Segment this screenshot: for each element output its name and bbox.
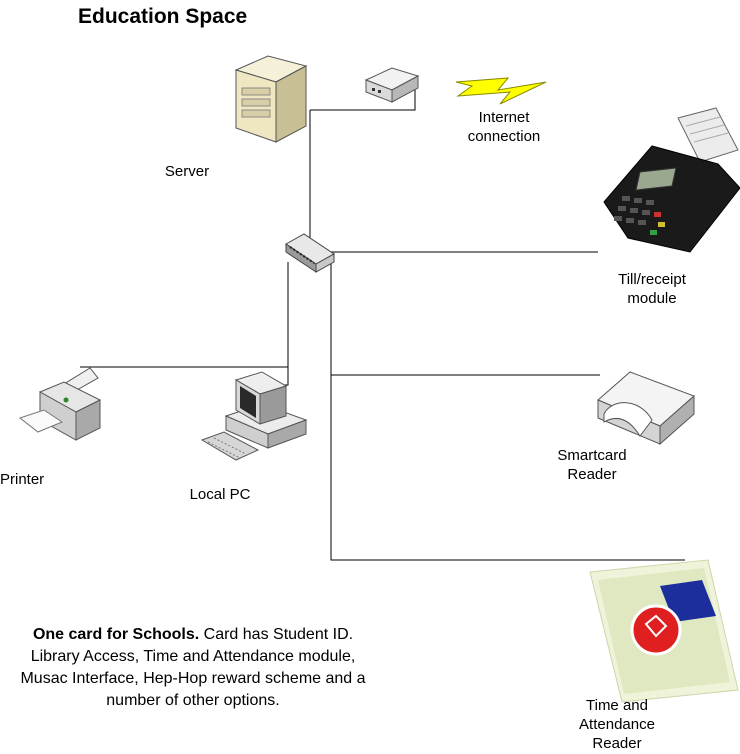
- server-to-modem-line: [310, 90, 416, 111]
- server-label: Server: [164, 163, 210, 180]
- desktop-computer-icon: [200, 371, 308, 461]
- terminal-keypad: [614, 196, 665, 235]
- smartcard-label-line2: Reader: [567, 466, 617, 483]
- attendance-label: Time and Attendance Reader: [560, 696, 674, 753]
- local-pc-label: Local PC: [189, 486, 251, 503]
- description-bold: One card for Schools.: [32, 626, 200, 643]
- printer-label: Printer: [0, 471, 45, 488]
- modem-icon: [364, 67, 420, 103]
- attendance-label-line1: Time and: [586, 697, 648, 714]
- printer-icon: [18, 367, 102, 441]
- smartcard-label: Smartcard Reader: [540, 446, 644, 484]
- description-text: One card for Schools. Card has Student I…: [8, 624, 378, 712]
- smartcard-label-line1: Smartcard: [557, 447, 627, 464]
- smartcard-reader-icon: [597, 371, 695, 446]
- switch-trunk-line: [330, 262, 685, 561]
- internet-label: Internet connection: [446, 108, 562, 146]
- connection-lines: [80, 90, 685, 561]
- till-label-line2: module: [627, 290, 677, 307]
- diagram-title: Education Space: [78, 5, 248, 28]
- internet-label-line1: Internet: [478, 109, 530, 126]
- internet-label-line2: connection: [467, 128, 541, 145]
- attendance-label-line2: Attendance: [579, 716, 655, 733]
- card-payment-terminal-icon: [603, 107, 740, 253]
- server-tower-icon: [234, 55, 308, 143]
- attendance-label-line3: Reader: [592, 735, 642, 752]
- description-body: Card has Student ID. Library Access, Tim…: [20, 626, 366, 709]
- network-switch-icon: [285, 233, 335, 273]
- attendance-card-reader-icon: [589, 559, 739, 703]
- till-label: Till/receipt module: [596, 270, 708, 308]
- till-label-line1: Till/receipt: [618, 271, 686, 288]
- lightning-bolt-icon: [455, 77, 547, 105]
